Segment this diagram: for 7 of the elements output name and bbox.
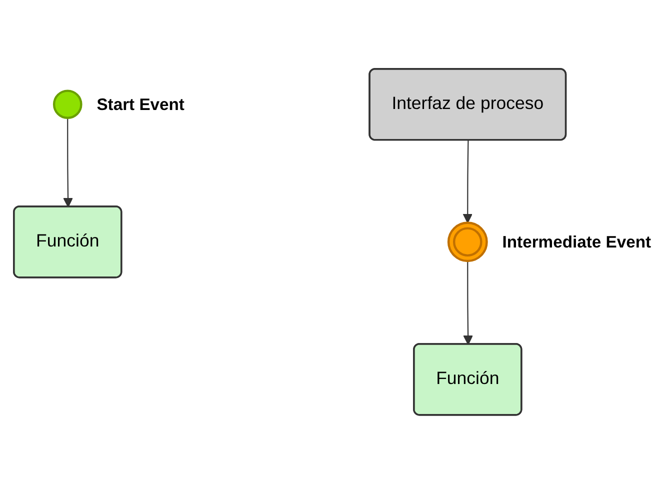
arrow bbox=[463, 261, 473, 346]
event-label: Intermediate Event bbox=[502, 232, 652, 252]
arrow bbox=[462, 140, 473, 224]
arrow bbox=[63, 118, 73, 208]
event-label: Start Event bbox=[96, 95, 184, 114]
node-circle bbox=[447, 222, 488, 262]
node-circle bbox=[52, 90, 82, 120]
